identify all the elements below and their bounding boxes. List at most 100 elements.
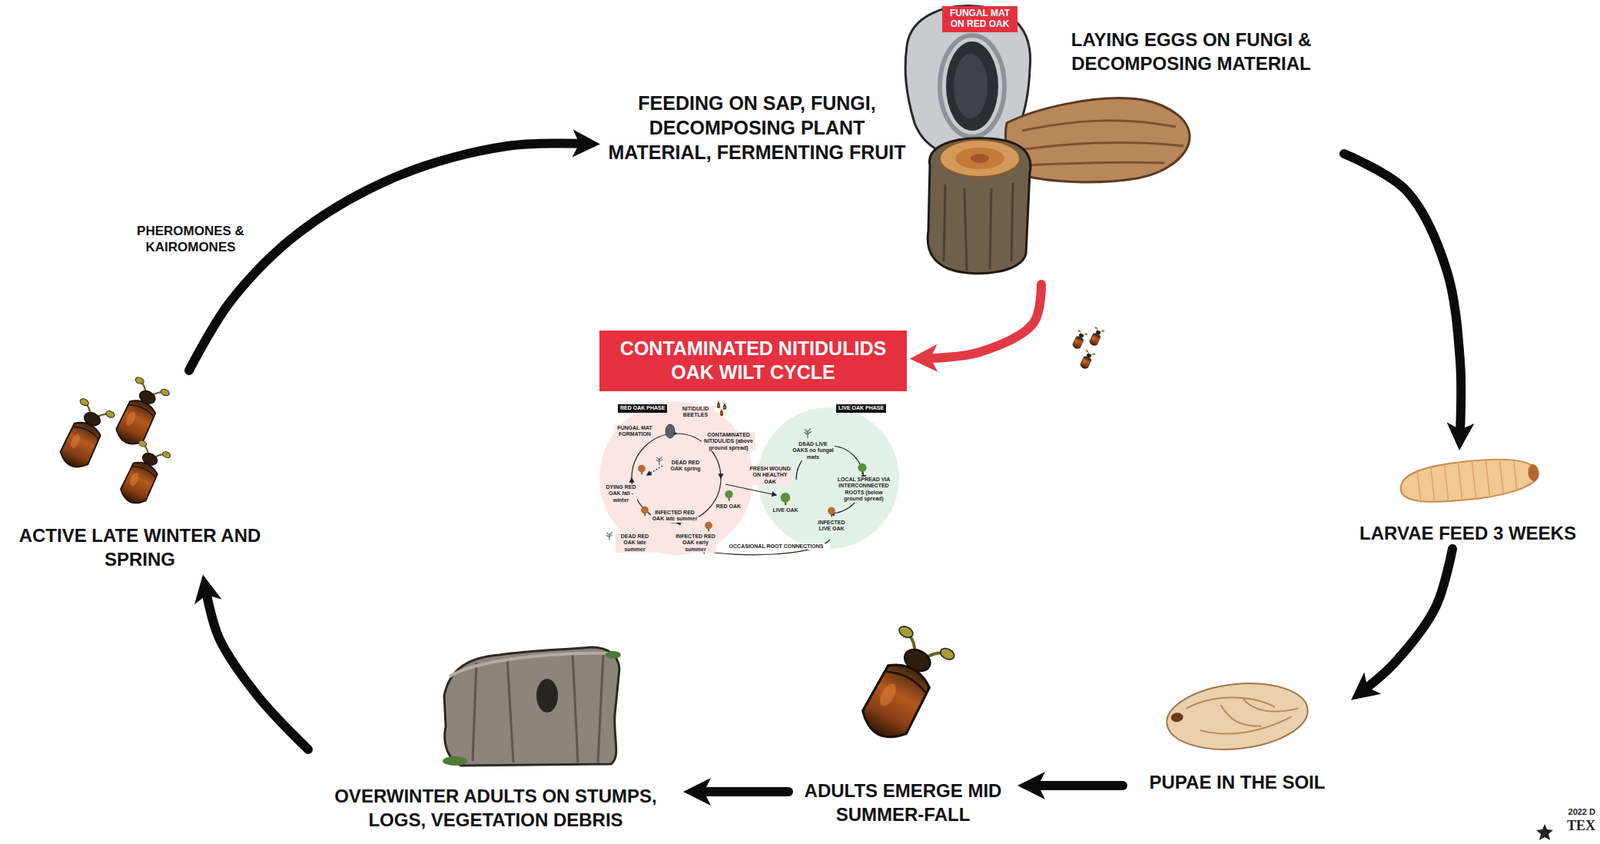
red-oak-phase-zone [599,401,754,555]
stage-label: LAYING EGGS ON FUNGI & DECOMPOSING MATER… [902,27,1342,282]
beetle-icon [850,624,957,749]
stump-texture [472,651,604,763]
stump-rim [449,653,615,677]
tree-icon [606,531,613,541]
beetle-icon [717,401,721,409]
beetle-icon [1078,349,1096,371]
larva [1398,453,1541,507]
pupa-legs [1185,690,1301,739]
tree-icon [640,506,649,517]
inset-label: DYING RED OAK fall - winter [604,484,638,504]
log-ring [970,153,990,163]
node-text: FUNGAL MAT ON RED OAK [946,8,1013,30]
edge-label: PHEROMONES & KAIROMONES [132,222,249,256]
larva-body [1398,454,1541,508]
inset-label: FUNGAL MAT FORMATION [614,424,655,439]
pupa-eye [1170,711,1184,723]
inset-label: LOCAL SPREAD VIA INTERCONNECTED ROOTS (b… [836,476,892,503]
node-text: PUPAE IN THE SOIL [1125,770,1349,794]
beetle-icon [720,408,724,416]
inset-label: INFECTED LIVE OAK [814,519,849,533]
inset-label: INFECTED RED OAK early summer [674,533,717,553]
node-text: LAYING EGGS ON FUNGI & DECOMPOSING MATER… [1052,27,1330,76]
inset-arrow [829,445,864,480]
inset-arrow [725,484,777,495]
node-text: FEEDING ON SAP, FUNGI, DECOMPOSING PLANT… [603,90,911,165]
inset-label: DEAD LIVE OAKS no fungal mats [791,441,835,461]
moss [442,756,468,766]
log-cut-end [939,139,1020,177]
node-text: ADULTS EMERGE MID SUMMER-FALL [791,778,1015,827]
beetle-icon [1070,329,1088,351]
inset-label: INFECTED RED OAK late summer [650,509,699,523]
inset-arrow [700,539,830,555]
pupa [1163,677,1312,757]
beetle-icon [114,439,172,510]
inset-label: FRESH WOUND ON HEALTHY OAK [748,465,792,485]
cycle-arrow [189,142,582,371]
stage-label: PUPAE IN THE SOIL [1125,676,1349,795]
stage-label: ACTIVE LATE WINTER AND SPRING [9,373,271,572]
stage-label: FEEDING ON SAP, FUNGI, DECOMPOSING PLANT… [603,90,911,165]
fungal-mat-core [953,53,988,119]
moss [605,650,621,659]
wood-grain [1018,120,1184,166]
fungal-mat [946,41,999,131]
stage-label: LARVAE FEED 3 WEEKS [1341,453,1595,546]
fungal-mat-tag: FUNGAL MAT ON RED OAK [942,6,1018,33]
stump [444,647,620,766]
phase-tag: LIVE OAK PHASE [836,404,887,413]
beetle-icon [53,397,117,474]
inset-label: OCCASIONAL ROOT CONNECTIONS [722,543,830,550]
inset-label: RED OAK [713,503,744,510]
beetle-icon [109,375,170,451]
inset-label: NITIDULID BEETLES [677,405,714,419]
tree-icon [724,490,734,502]
pupa-body [1163,677,1312,757]
logo-text: 2022 D [1556,806,1596,817]
node-text: ACTIVE LATE WINTER AND SPRING [9,523,271,571]
stump-hole [536,678,558,713]
beetle-icon [723,402,727,410]
tree-icon [704,521,713,532]
tree-icon [803,428,812,439]
cycle-arrow [1035,780,1123,791]
larva-head [1526,463,1540,482]
cycle-arrow [205,592,309,750]
node-text: OVERWINTER ADULTS ON STUMPS, LOGS, VEGET… [311,783,681,832]
node-text: LARVAE FEED 3 WEEKS [1341,521,1595,545]
oak-log [927,138,1031,274]
log-ring [955,147,1005,170]
tree-icon [637,464,646,475]
inset-arrow [647,465,663,475]
logo-star [1536,823,1554,840]
node-text: LIVE OAK PHASE [838,404,884,412]
logo-text: TEX [1556,817,1596,835]
tree-icon [827,507,836,518]
cycle-arrow [928,284,1042,359]
tree-icon [656,456,663,465]
log-bark-lines [943,182,1013,271]
beetle-icon [1087,326,1105,348]
node-text: RED OAK PHASE [620,404,665,412]
tree-icon [780,492,791,505]
cycle-arrow [701,786,789,797]
larva-segments [1417,456,1518,505]
fungal-mat-ring [939,35,1005,137]
inset-label: CONTAMINATED NITIDULIDS (above ground sp… [701,431,756,452]
inset-label: LIVE OAK [771,507,800,514]
cycle-arrow [1344,153,1461,432]
cycle-arrow [1365,548,1453,689]
phase-tag: RED OAK PHASE [617,404,668,413]
stage-label: ADULTS EMERGE MID SUMMER-FALL [791,626,1015,827]
tree-icon [857,463,867,475]
cycle-box: CONTAMINATED NITIDULIDS OAK WILT CYCLE [599,330,907,392]
inset-label: DEAD RED OAK late summer [615,533,654,553]
node-text: CONTAMINATED NITIDULIDS OAK WILT CYCLE [607,336,900,386]
inset-label: DEAD RED OAK spring [668,459,703,473]
stage-label: OVERWINTER ADULTS ON STUMPS, LOGS, VEGET… [311,643,681,833]
fungal-mat-icon [665,424,675,439]
decomposing-wood [1005,98,1190,183]
